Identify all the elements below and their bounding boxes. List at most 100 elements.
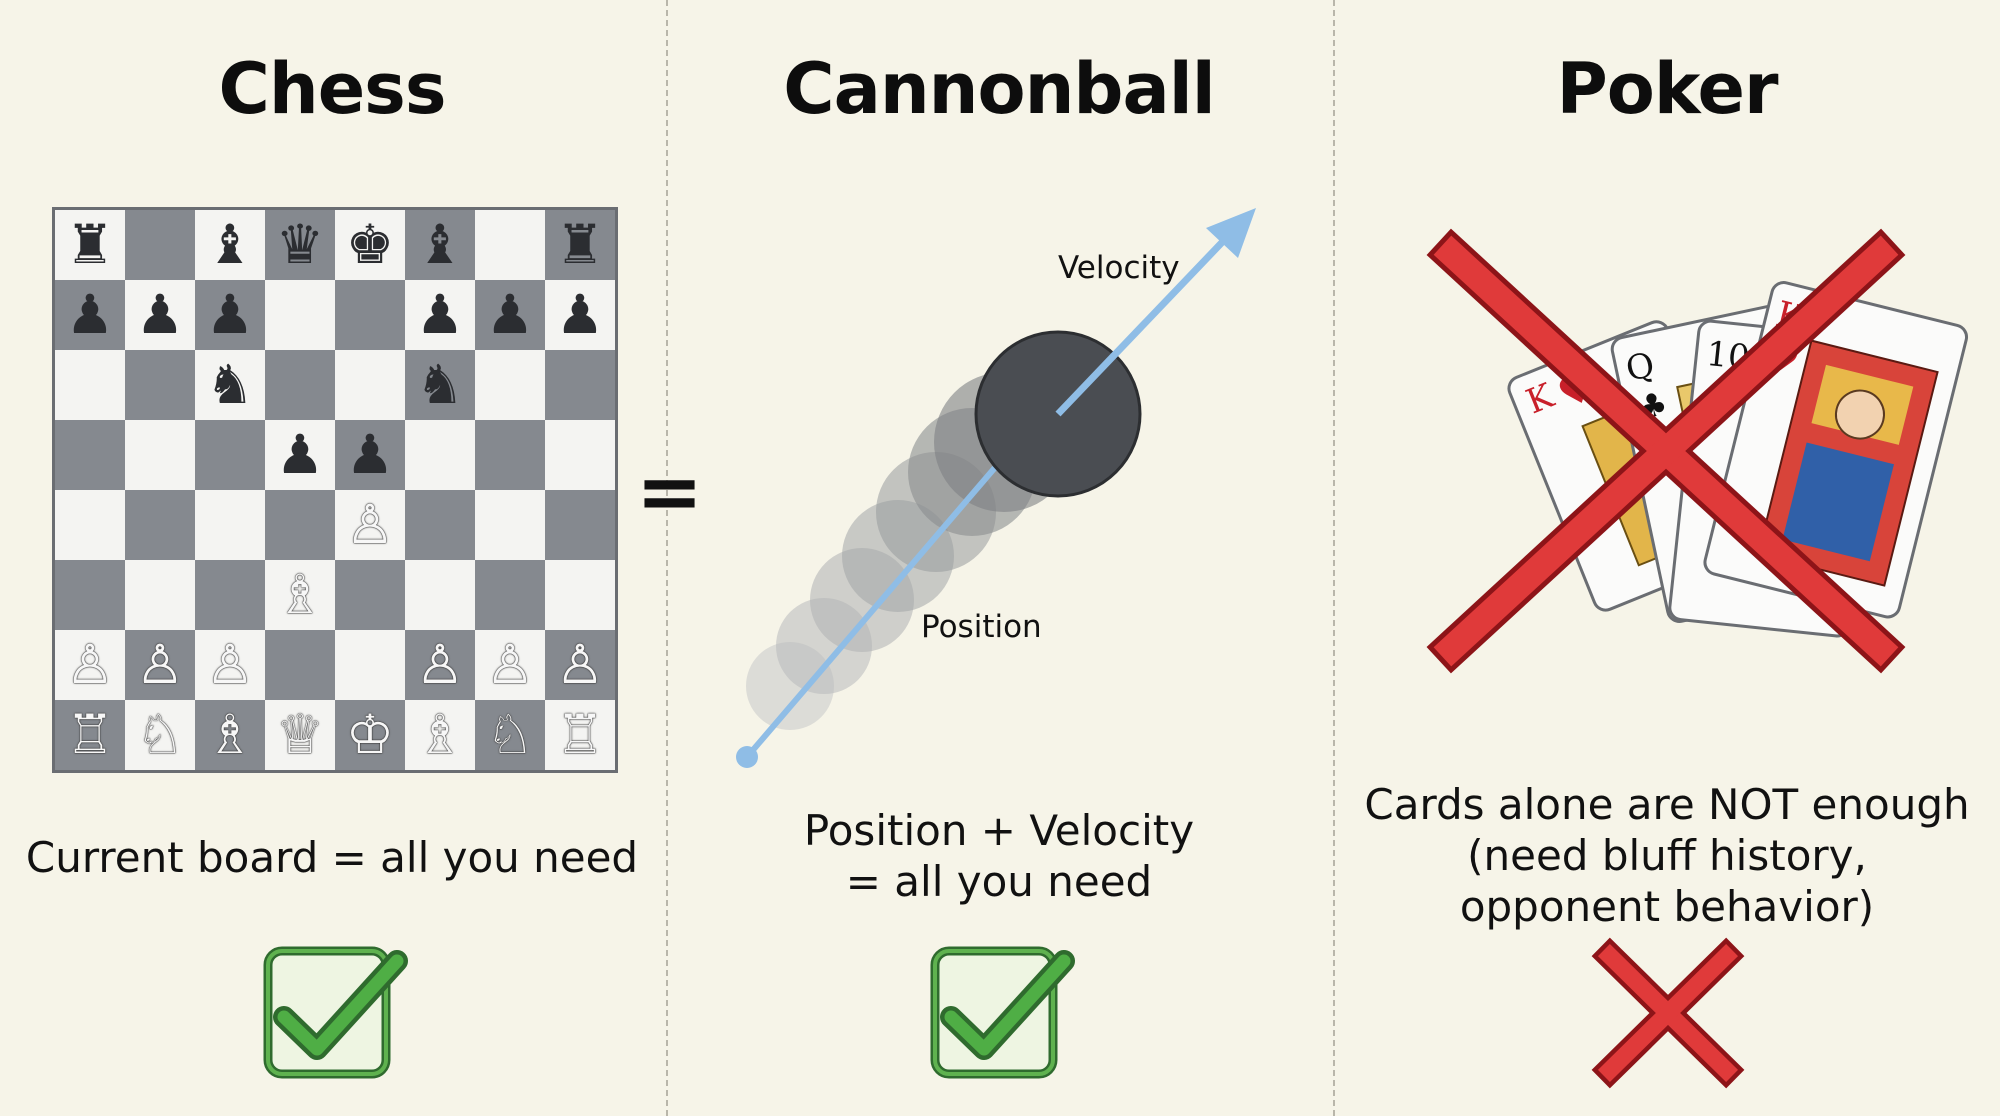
board-square: ♟: [405, 280, 475, 350]
board-square: [475, 350, 545, 420]
board-square: ♟: [265, 420, 335, 490]
chess-piece: ♟: [275, 423, 325, 486]
chess-title: Chess: [218, 48, 446, 130]
board-square: ♝: [405, 210, 475, 280]
board-square: ♖: [545, 700, 615, 770]
board-square: [545, 420, 615, 490]
chess-piece: ♙: [135, 633, 185, 696]
chess-piece: ♞: [415, 353, 465, 416]
board-square: [55, 490, 125, 560]
board-square: [265, 490, 335, 560]
chess-piece: ♝: [205, 213, 255, 276]
board-square: [335, 630, 405, 700]
board-square: ♙: [405, 630, 475, 700]
chess-piece: ♜: [555, 213, 605, 276]
board-square: ♕: [265, 700, 335, 770]
velocity-label: Velocity: [1058, 250, 1180, 286]
chess-piece: ♛: [275, 213, 325, 276]
chess-piece: ♜: [65, 213, 115, 276]
chess-piece: ♘: [485, 703, 535, 766]
poker-cross-icon: [1591, 937, 1745, 1089]
board-square: [195, 420, 265, 490]
board-square: [545, 350, 615, 420]
board-square: ♙: [335, 490, 405, 560]
chess-piece: ♖: [65, 703, 115, 766]
board-square: [405, 420, 475, 490]
board-square: [55, 350, 125, 420]
poker-caption-line-3: opponent behavior): [1459, 882, 1875, 931]
chess-piece: ♟: [555, 283, 605, 346]
chess-piece: ♙: [415, 633, 465, 696]
board-square: [335, 280, 405, 350]
board-square: [265, 280, 335, 350]
chess-piece: ♙: [485, 633, 535, 696]
poker-caption-line-2: (need bluff history,: [1467, 831, 1867, 880]
board-square: [55, 420, 125, 490]
board-square: [195, 490, 265, 560]
chess-piece: ♔: [345, 703, 395, 766]
poker-caption-line-1: Cards alone are NOT enough: [1364, 780, 1970, 829]
poker-cards: K ♥ Q ♣ 10 ♠ ♠ ♠ K ♥: [1426, 228, 1969, 674]
chess-caption: Current board = all you need: [25, 833, 639, 882]
chess-piece: ♗: [205, 703, 255, 766]
poker-title: Poker: [1556, 48, 1778, 130]
board-square: ♜: [545, 210, 615, 280]
board-square: ♟: [195, 280, 265, 350]
chess-piece: ♙: [65, 633, 115, 696]
chess-piece: ♕: [275, 703, 325, 766]
board-square: [265, 630, 335, 700]
board-square: [475, 210, 545, 280]
chess-piece: ♙: [205, 633, 255, 696]
position-label: Position: [921, 609, 1042, 645]
board-square: ♗: [405, 700, 475, 770]
cannonball-check-icon: [930, 946, 1075, 1079]
board-square: ♞: [195, 350, 265, 420]
board-square: ♜: [55, 210, 125, 280]
chess-piece: ♚: [345, 213, 395, 276]
chess-piece: ♞: [205, 353, 255, 416]
board-square: ♟: [55, 280, 125, 350]
board-square: ♞: [405, 350, 475, 420]
board-square: [125, 420, 195, 490]
chess-piece: ♟: [65, 283, 115, 346]
cannonball-diagram: Velocity Position: [736, 208, 1256, 768]
chess-piece: ♙: [345, 493, 395, 556]
cannonball-caption: Position + Velocity = all you need: [669, 805, 1329, 907]
board-square: ♟: [125, 280, 195, 350]
chess-piece: ♟: [205, 283, 255, 346]
board-square: [475, 560, 545, 630]
chess-piece: ♟: [485, 283, 535, 346]
board-square: [545, 560, 615, 630]
board-square: [55, 560, 125, 630]
board-square: ♗: [195, 700, 265, 770]
position-arrow: [744, 413, 1043, 759]
board-square: ♗: [265, 560, 335, 630]
chess-piece: ♟: [415, 283, 465, 346]
board-square: ♘: [475, 700, 545, 770]
board-square: [125, 210, 195, 280]
panel-divider-2: [1333, 0, 1335, 1116]
board-square: ♙: [125, 630, 195, 700]
board-square: ♟: [475, 280, 545, 350]
board-square: ♔: [335, 700, 405, 770]
board-square: [405, 490, 475, 560]
board-square: ♝: [195, 210, 265, 280]
board-square: ♙: [195, 630, 265, 700]
chess-check-icon: [263, 946, 408, 1079]
chess-piece: ♗: [275, 563, 325, 626]
board-square: ♙: [475, 630, 545, 700]
board-square: [125, 490, 195, 560]
chess-board: ♜♝♛♚♝♜♟♟♟♟♟♟♞♞♟♟♙♗♙♙♙♙♙♙♖♘♗♕♔♗♘♖: [52, 207, 618, 773]
board-square: ♖: [55, 700, 125, 770]
cards-cross-icon: [1426, 228, 1906, 674]
board-square: [265, 350, 335, 420]
board-square: ♟: [545, 280, 615, 350]
board-square: [335, 350, 405, 420]
panel-divider-1: [666, 0, 668, 1116]
board-square: [335, 560, 405, 630]
cannonball-caption-line-1: Position + Velocity: [803, 806, 1195, 855]
chess-piece: ♘: [135, 703, 185, 766]
cannonball-title: Cannonball: [783, 48, 1216, 130]
board-square: [475, 490, 545, 560]
board-square: ♛: [265, 210, 335, 280]
